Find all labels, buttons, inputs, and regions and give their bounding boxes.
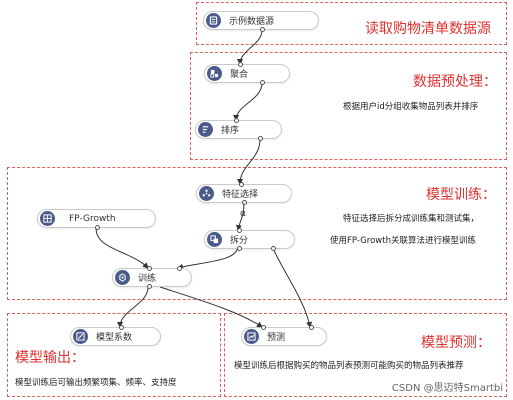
feature-select-icon (199, 186, 214, 201)
region-output-title: 模型输出： (15, 350, 85, 366)
node-split[interactable]: 拆分 (204, 228, 295, 251)
region-predict-desc: 模型训练后根据购买的物品列表预测可能购买的物品列表推荐 (234, 361, 464, 371)
node-label: 排序 (221, 126, 240, 136)
node-label: 预测 (267, 333, 286, 343)
watermark: CSDN @思迈特Smartbi (391, 383, 503, 394)
node-label: 特征选择 (222, 190, 259, 200)
region-preprocess: 数据预处理： 根据用户id分组收集物品列表并排序 (190, 52, 507, 160)
input-port-data[interactable] (309, 325, 314, 330)
algorithm-icon (40, 211, 55, 226)
predict-icon (244, 329, 259, 344)
output-port[interactable] (95, 225, 100, 230)
output-port[interactable] (258, 136, 263, 141)
node-label: 示例数据源 (229, 17, 275, 27)
node-fp-growth[interactable]: FP-Growth (37, 209, 156, 230)
region-training-desc-2: 使用FP-Growth关联算法进行模型训练 (330, 236, 476, 246)
split-icon (207, 232, 222, 247)
region-preprocess-desc: 根据用户id分组收集物品列表并排序 (343, 102, 479, 112)
node-model-coefficients[interactable]: 模型系数 (70, 325, 161, 346)
output-port[interactable] (242, 200, 247, 205)
node-aggregate[interactable]: 聚合 (204, 62, 290, 85)
input-port[interactable] (234, 118, 239, 123)
region-output-desc: 模型训练后可输出频繁项集、频率、支持度 (15, 378, 177, 388)
train-icon (115, 270, 130, 285)
input-port[interactable] (239, 182, 244, 187)
region-read-title: 读取购物清单数据源 (365, 21, 491, 37)
node-label: 模型系数 (96, 333, 133, 343)
edge-fpgrowth-train (95, 227, 149, 269)
output-port[interactable] (147, 284, 152, 289)
coefficient-icon (73, 329, 88, 344)
output-port[interactable] (260, 80, 265, 85)
database-icon (206, 13, 221, 28)
edge-source-aggregate (237, 29, 263, 65)
aggregate-icon (207, 66, 222, 81)
output-port-train[interactable] (237, 246, 242, 251)
input-port[interactable] (238, 62, 243, 67)
region-read-data: 读取购物清单数据源 (196, 2, 507, 45)
sort-icon (198, 122, 213, 137)
region-preprocess-title: 数据预处理： (413, 74, 497, 90)
output-port-test[interactable] (271, 246, 276, 251)
edge-split-predict (271, 245, 313, 328)
input-port[interactable] (237, 228, 242, 233)
edge-label-alpha: α (240, 209, 246, 219)
node-example-datasource[interactable]: 示例数据源 (203, 11, 319, 32)
region-output: 模型输出： 模型训练后可输出频繁项集、频率、支持度 (7, 313, 221, 397)
region-training: 模型训练： 特征选择后拆分成训练集和测试集， 使用FP-Growth关联算法进行… (7, 167, 507, 300)
edge-train-predict (159, 286, 263, 328)
region-training-title: 模型训练： (426, 187, 496, 203)
edge-aggregate-sort (233, 82, 263, 121)
node-train[interactable]: 训练 (112, 266, 192, 289)
input-port-model[interactable] (261, 325, 266, 330)
region-predict-title: 模型预测： (421, 335, 491, 351)
input-port-model[interactable] (147, 266, 152, 271)
node-label: 拆分 (230, 236, 249, 246)
edge-sort-feature (237, 138, 261, 185)
node-label: 聚合 (230, 70, 249, 80)
region-predict: 模型预测： 模型训练后根据购买的物品列表预测可能购买的物品列表推荐 (224, 313, 507, 397)
edge-train-coef (117, 286, 149, 328)
node-sort[interactable]: 排序 (195, 118, 282, 141)
edge-split-train (177, 245, 239, 270)
node-label: 训练 (138, 274, 157, 284)
node-label: FP-Growth (69, 213, 116, 224)
node-feature-select[interactable]: 特征选择 (196, 182, 292, 205)
input-port-data[interactable] (177, 266, 182, 271)
region-training-desc-1: 特征选择后拆分成训练集和测试集， (343, 214, 480, 224)
output-port[interactable] (260, 27, 265, 32)
node-predict[interactable]: 预测 (241, 325, 327, 346)
input-port[interactable] (119, 325, 124, 330)
